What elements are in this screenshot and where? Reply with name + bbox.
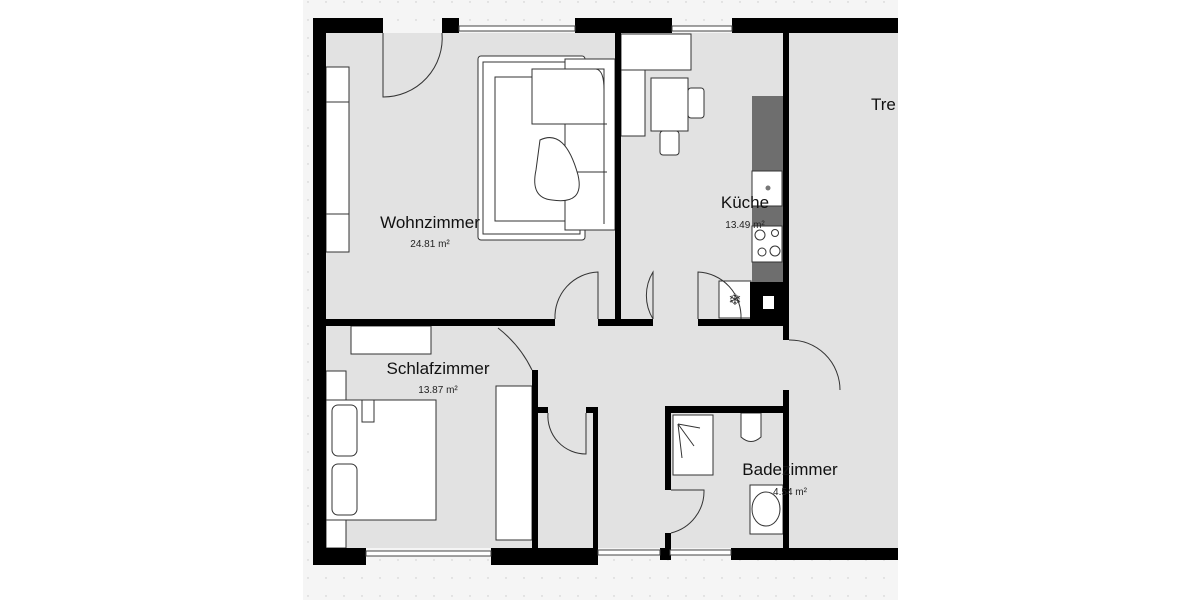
coffee-table (534, 137, 580, 202)
door (645, 270, 654, 320)
room-labels: Wohnzimmer 24.81 m² Küche 13.49 m² Schla… (380, 95, 896, 498)
door (788, 339, 841, 391)
window (458, 25, 576, 32)
windows (365, 25, 733, 557)
room-area-schlafzimmer: 13.87 m² (418, 385, 458, 396)
room-name-treppenhaus: Tre (871, 95, 896, 114)
room-name-badezimmer: Badezimmer (742, 460, 838, 479)
window (671, 25, 733, 32)
sideboard (325, 66, 350, 253)
door (554, 271, 599, 320)
bathroom-furniture (672, 412, 784, 535)
window (365, 550, 492, 557)
door (382, 32, 443, 98)
kitchen-furniture: ❄ (620, 33, 783, 319)
door (497, 327, 533, 371)
walls (313, 18, 898, 565)
room-area-kueche: 13.49 m² (725, 220, 765, 231)
room-name-kueche: Küche (721, 193, 769, 212)
door (697, 271, 742, 320)
room-area-wohnzimmer: 24.81 m² (410, 239, 450, 250)
living-room-furniture (325, 55, 616, 253)
chair (659, 130, 680, 156)
table (650, 77, 689, 132)
room-area-badezimmer: 4.54 m² (773, 487, 808, 498)
room-name-schlafzimmer: Schlafzimmer (387, 359, 490, 378)
door (670, 489, 705, 534)
fridge (718, 280, 752, 319)
toilet (740, 412, 762, 442)
wardrobe (495, 385, 533, 541)
window (669, 549, 732, 556)
room-name-wohnzimmer: Wohnzimmer (380, 213, 480, 232)
door (547, 412, 587, 455)
snowflake-icon: ❄ (728, 292, 741, 309)
doors (382, 32, 841, 534)
chair (687, 87, 705, 119)
window (597, 549, 661, 556)
bedroom-furniture (325, 325, 533, 549)
